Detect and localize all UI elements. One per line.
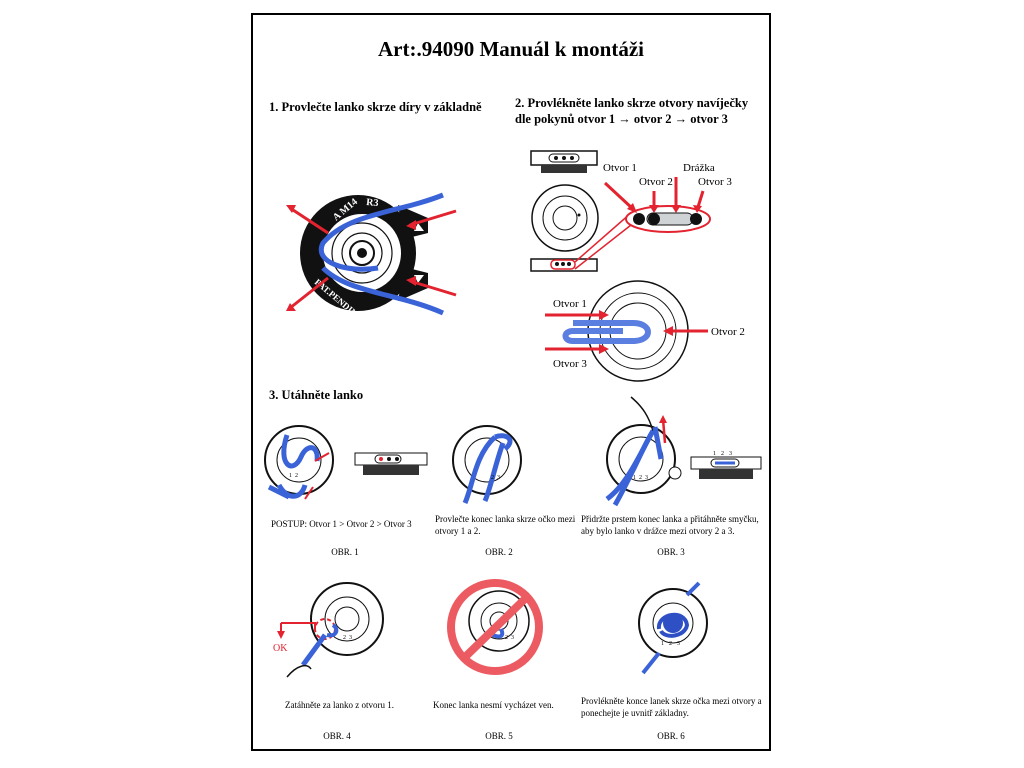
ok-label: OK <box>273 643 288 654</box>
figure5-label: OBR. 5 <box>485 731 513 741</box>
figure1-caption: POSTUP: Otvor 1 > Otvor 2 > Otvor 3 <box>271 519 412 529</box>
line-upper <box>318 192 444 272</box>
fig3-side-num-2: 2 <box>721 451 724 457</box>
fig5-num-3: 3 <box>511 635 514 641</box>
step3-heading: 3. Utáhněte lanko <box>269 388 364 402</box>
figure2-illustration: 2 3 <box>452 425 522 505</box>
fig5-num-2: 2 <box>505 635 508 641</box>
fig1-num-2: 2 <box>295 473 298 479</box>
fig1-num-1: 1 <box>289 473 292 479</box>
figure6-caption: Provlékněte konce lanek skrze očka mezi … <box>581 696 762 718</box>
step2-routing-illustration: Otvor 1 Otvor 2 Otvor 3 <box>545 280 745 382</box>
step1-base-illustration: A M14 R3 PAT.PENDING <box>286 192 457 323</box>
fig6-num-1: 1 <box>661 641 664 647</box>
fig3-side-num-1: 1 <box>713 451 716 457</box>
figure2-caption: Provlečte konec lanka skrze očko mezi ot… <box>435 514 576 536</box>
step2-heading-line1: 2. Provlékněte lanko skrze otvory navíje… <box>515 96 749 110</box>
step2-heading-line2: dle pokynů otvor 1 → otvor 2 → otvor 3 <box>515 112 728 126</box>
fig2-num-2: 2 <box>491 475 494 481</box>
arrow-out-upper <box>289 206 329 235</box>
prohibited-circle <box>447 579 543 675</box>
finger-outline <box>630 396 654 432</box>
fig3-num-1: 1 <box>633 475 636 481</box>
arrow-out-lower <box>289 276 329 310</box>
figure1-label: OBR. 1 <box>331 547 359 557</box>
figure4-label: OBR. 4 <box>323 731 351 741</box>
step2-spool-illustration: Otvor 1 Otvor 2 Drážka Otvor 3 <box>530 150 732 272</box>
figure4-illustration: OK 2 3 <box>273 582 384 678</box>
fig2-num-3: 3 <box>497 475 500 481</box>
line-lower <box>321 266 445 316</box>
fig6-num-3: 3 <box>677 641 680 647</box>
fig4-num-2: 2 <box>343 635 346 641</box>
step2-heading: 2. Provlékněte lanko skrze otvory navíje… <box>515 95 765 127</box>
arrow-in-lower <box>409 279 457 297</box>
manual-sheet: Art:.94090 Manuál k montáži 1. Provlečte… <box>251 13 771 751</box>
label-otvor3: Otvor 3 <box>553 358 587 370</box>
label-otvor2-top: Otvor 2 <box>639 176 673 188</box>
fig3-num-2: 2 <box>639 475 642 481</box>
figure1-illustration: 1 2 <box>264 425 428 500</box>
figure6-label: OBR. 6 <box>657 731 685 741</box>
figure3-illustration: 1 2 3 1 2 3 <box>605 396 762 507</box>
base-mark-r3: R3 <box>366 197 379 209</box>
fig3-num-3: 3 <box>645 475 648 481</box>
routing-line <box>562 320 651 344</box>
figure6-illustration: 1 2 3 <box>638 581 708 675</box>
figure5-caption: Konec lanka nesmí vycházet ven. <box>433 700 554 710</box>
figure4-caption: Zatáhněte za lanko z otvoru 1. <box>285 700 394 710</box>
figure3-label: OBR. 3 <box>657 547 685 557</box>
step1-heading: 1. Provlečte lanko skrze díry v základně <box>269 100 482 114</box>
label-otvor1-top: Otvor 1 <box>603 162 637 174</box>
label-otvor1: Otvor 1 <box>553 298 587 310</box>
page-title: Art:.94090 Manuál k montáži <box>378 37 644 61</box>
figure2-label: OBR. 2 <box>485 547 513 557</box>
label-otvor2: Otvor 2 <box>711 326 745 338</box>
arrow-in-upper <box>409 209 457 227</box>
label-otvor3-top: Otvor 3 <box>698 176 732 188</box>
label-drazka: Drážka <box>683 162 715 174</box>
prohibited-slash <box>460 592 532 662</box>
fig6-num-2: 2 <box>669 641 672 647</box>
fig4-num-3: 3 <box>349 635 352 641</box>
figure3-caption: Přidržte prstem konec lanka a přitáhněte… <box>581 514 759 536</box>
hand-outline <box>286 664 312 678</box>
fig3-side-num-3: 3 <box>729 451 732 457</box>
figure5-illustration: 2 3 <box>447 579 543 675</box>
